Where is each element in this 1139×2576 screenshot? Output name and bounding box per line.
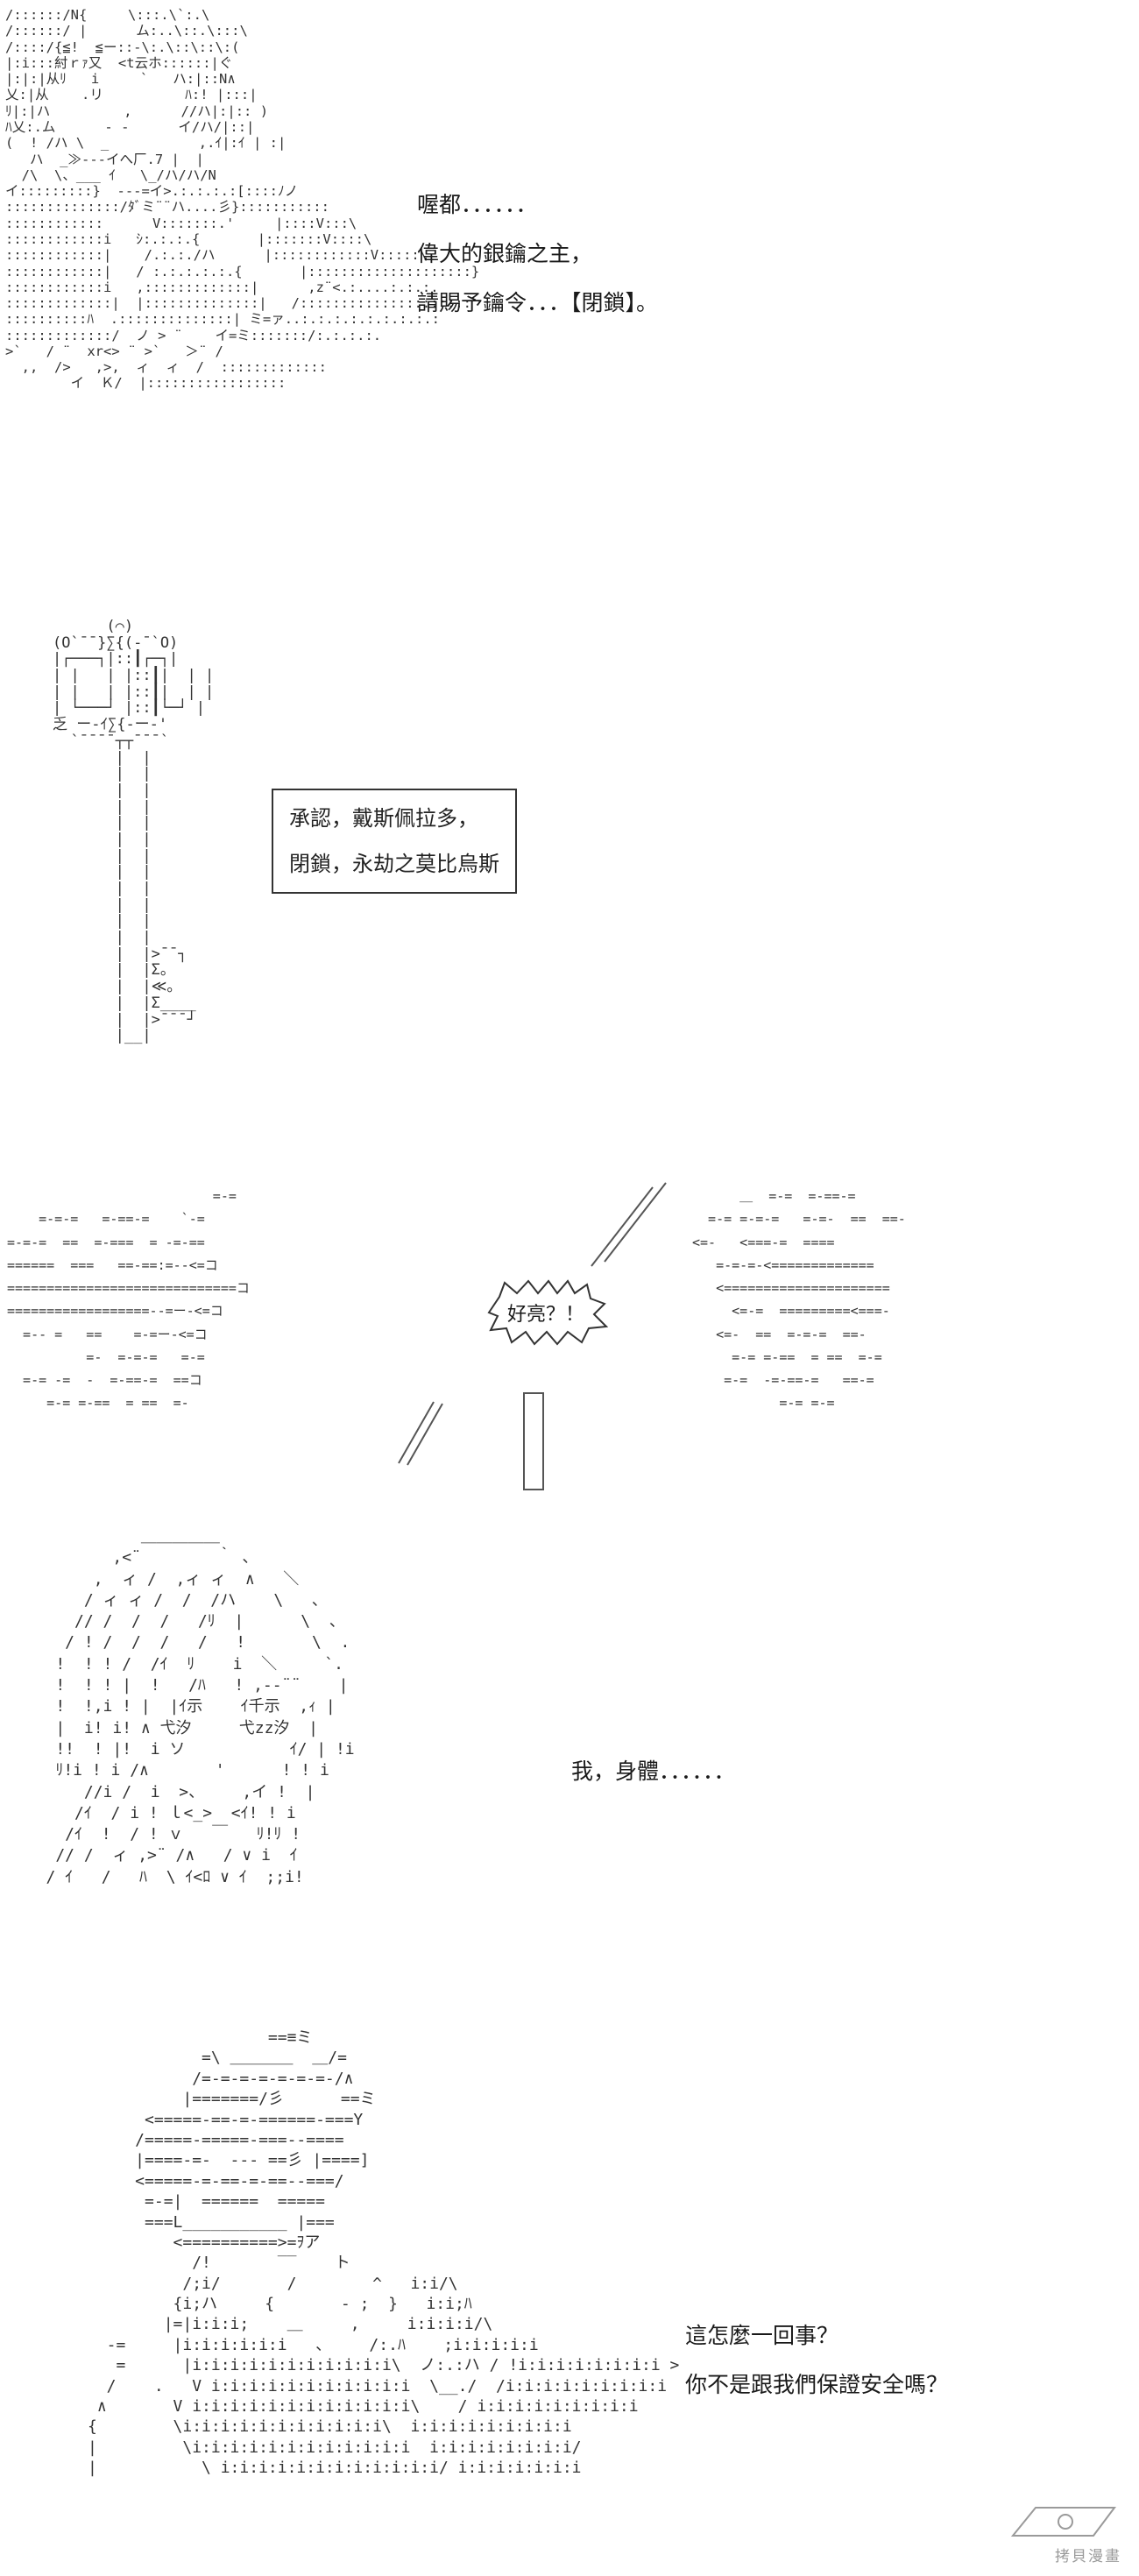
burst-outline [487,1279,609,1346]
speech-line: 閉鎖，永劫之莫比烏斯 [289,852,499,876]
speech-box-approval: 承認，戴斯佩拉多， 閉鎖，永劫之莫比烏斯 [272,789,517,894]
watermark: 拷貝漫畫 [1009,2501,1123,2565]
ascii-art-speed-lines-right: ＿ =-= =-==-= =-= =-=-= =-=- == ==- <=- <… [692,1188,906,1412]
dialog-line: 偉大的銀鑰之主， [417,241,593,266]
panel-4-girl-body: ＿＿＿＿＿ ,<¨ ｀ 、 , ィ / ,ィ ィ ∧ ＼ / ィ ィ / / /… [0,1516,1139,2006]
ascii-art-hat-figure: ==≡ミ =\ ＿＿＿＿ ＿/= /=-=-=-=-=-=-=-/∧ |====… [88,2028,680,2478]
light-beam-lines [398,1182,667,1490]
narration-invocation: 喔都．．．．．． 偉大的銀鑰之主， 請賜予鑰令．．．【閉鎖】。 [417,180,658,328]
panel-2-silver-key: (⌒) (O`¯¯}∑{(-¯`O) |┌───┐|::┃┌─┐| | | | … [0,605,1139,1165]
speech-line: 承認，戴斯佩拉多， [289,806,478,831]
watermark-logo-icon [1010,2507,1116,2537]
panel-3-bright-flash: =-= =-=-= =-==-= `-= =-=-= == =-=== = -=… [0,1174,1139,1507]
ascii-art-girl-portrait: /::::::/N{ \:::.\`:.\ /::::::/ | ム:..\::… [5,7,480,392]
dialog-question: 這怎麼一回事？ 你不是跟我們保證安全嗎？ [685,2311,948,2410]
watermark-text: 拷貝漫畫 [1055,2548,1121,2565]
ascii-art-silver-key: (⌒) (O`¯¯}∑{(-¯`O) |┌───┐|::┃┌─┐| | | | … [53,618,215,1045]
panel-1-invocation: /::::::/N{ \:::.\`:.\ /::::::/ | ム:..\::… [0,0,1139,596]
ascii-art-girl-closed-eyes: ＿＿＿＿＿ ,<¨ ｀ 、 , ィ / ,ィ ィ ∧ ＼ / ィ ィ / / /… [46,1527,355,1886]
dialog-line: 你不是跟我們保證安全嗎？ [685,2372,949,2397]
panel-5-question: ==≡ミ =\ ＿＿＿＿ ＿/= /=-=-=-=-=-=-=-/∧ |====… [0,2015,1139,2576]
dialog-line: 我，身體．．．．．． [571,1759,736,1784]
dialog-line: 請賜予鑰令．．．【閉鎖】。 [417,290,659,315]
ascii-art-speed-lines-left: =-= =-=-= =-==-= `-= =-=-= == =-=== = -=… [7,1188,250,1412]
shout-bubble: 好亮？！ [480,1277,612,1348]
dialog-line: 這怎麼一回事？ [685,2323,839,2348]
dialog-line: 喔都．．．．．． [417,192,538,217]
dialog-body: 我，身體．．．．．． [571,1747,736,1796]
shout-text: 好亮？！ [506,1304,584,1326]
